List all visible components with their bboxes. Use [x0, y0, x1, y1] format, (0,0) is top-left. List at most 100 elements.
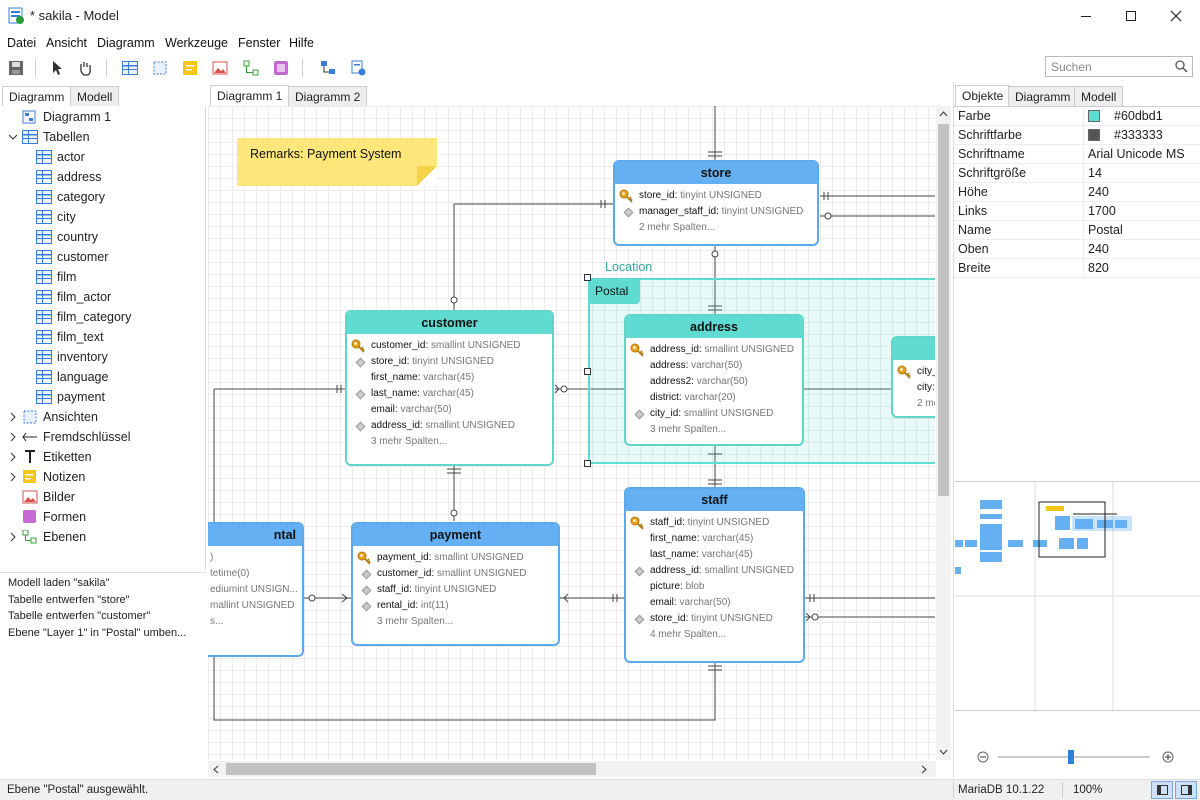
column-row[interactable]: rental_id: int(11)	[353, 598, 558, 614]
property-value-cell[interactable]: 1700	[1084, 202, 1116, 220]
tree-group-5[interactable]: Formen	[0, 507, 205, 527]
zoom-slider[interactable]	[998, 756, 1150, 758]
note-remarks[interactable]: Remarks: Payment System	[237, 138, 437, 186]
column-row[interactable]: payment_id: smallint UNSIGNED	[353, 550, 558, 566]
tab-diagramm-2[interactable]: Diagramm 2	[288, 86, 368, 107]
hand-tool-button[interactable]	[74, 57, 96, 79]
tab-modell-left[interactable]: Modell	[70, 86, 120, 107]
chevron-right-icon[interactable]	[8, 472, 18, 482]
column-row[interactable]: staff_id: tinyint UNSIGNED	[353, 582, 558, 598]
zoom-out-icon[interactable]	[977, 751, 989, 763]
tree-item-actor[interactable]: actor	[0, 147, 205, 167]
chevron-right-icon[interactable]	[8, 412, 18, 422]
column-row[interactable]: ediumint UNSIGN...	[208, 582, 302, 598]
print-setup-button[interactable]	[347, 57, 369, 79]
scroll-left-icon[interactable]	[212, 765, 220, 774]
more-columns[interactable]: 2 mehr Spalten...	[639, 222, 716, 233]
tree-group-tables[interactable]: Tabellen	[0, 127, 205, 147]
scroll-right-icon[interactable]	[920, 765, 928, 774]
more-columns[interactable]: 4 mehr Spalten...	[650, 629, 727, 640]
new-image-button[interactable]	[209, 57, 231, 79]
column-row[interactable]: city_id: smallint UNSIGNED	[626, 406, 802, 422]
save-button[interactable]	[5, 57, 27, 79]
column-row[interactable]: manager_staff_id: tinyint UNSIGNED	[615, 204, 817, 220]
scroll-down-icon[interactable]	[939, 748, 948, 756]
scroll-thumb[interactable]	[226, 763, 596, 775]
property-row[interactable]: Schriftfarbe#333333	[954, 126, 1200, 145]
tab-modell-right[interactable]: Modell	[1074, 86, 1124, 107]
tree-item-film_text[interactable]: film_text	[0, 327, 205, 347]
column-row[interactable]: address_id: smallint UNSIGNED	[347, 418, 552, 434]
new-shape-button[interactable]	[270, 57, 292, 79]
column-row[interactable]: staff_id: tinyint UNSIGNED	[626, 515, 803, 531]
tree-item-customer[interactable]: customer	[0, 247, 205, 267]
tree-group-0[interactable]: Ansichten	[0, 407, 205, 427]
tree-item-film_actor[interactable]: film_actor	[0, 287, 205, 307]
new-table-button[interactable]	[119, 57, 141, 79]
column-row[interactable]: first_name: varchar(45)	[371, 372, 475, 383]
zoom-in-icon[interactable]	[1162, 751, 1174, 763]
property-row[interactable]: Farbe#60dbd1	[954, 107, 1200, 126]
chevron-right-icon[interactable]	[8, 532, 18, 542]
property-value-cell[interactable]: #333333	[1084, 126, 1163, 144]
vertical-scrollbar[interactable]	[936, 106, 951, 760]
tree-group-4[interactable]: Bilder	[0, 487, 205, 507]
color-swatch[interactable]	[1088, 129, 1100, 141]
toggle-left-panel-button[interactable]	[1151, 781, 1173, 799]
pointer-tool-button[interactable]	[46, 57, 68, 79]
tab-diagramm-right[interactable]: Diagramm	[1008, 86, 1078, 107]
column-row[interactable]: address_id: smallint UNSIGNED	[626, 563, 803, 579]
new-layer-group-button[interactable]	[240, 57, 262, 79]
column-row[interactable]: address_id: smallint UNSIGNED	[626, 342, 802, 358]
tree-group-2[interactable]: Etiketten	[0, 447, 205, 467]
column-row[interactable]: address: varchar(50)	[650, 360, 743, 371]
column-row[interactable]: district: varchar(20)	[650, 392, 736, 403]
horizontal-scrollbar[interactable]	[208, 761, 936, 777]
entity-rental[interactable]: ntal)tetime(0)ediumint UNSIGN...mallint …	[208, 522, 304, 657]
tree-group-3[interactable]: Notizen	[0, 467, 205, 487]
minimize-button[interactable]	[1063, 0, 1109, 32]
tree-item-diagram[interactable]: Diagramm 1	[0, 107, 205, 127]
tree-item-country[interactable]: country	[0, 227, 205, 247]
column-row[interactable]: s...	[208, 614, 302, 630]
more-columns[interactable]: 3 mehr Spalten...	[377, 616, 454, 627]
column-row[interactable]: customer_id: smallint UNSIGNED	[353, 566, 558, 582]
column-row[interactable]: email: varchar(50)	[650, 597, 731, 608]
property-value-cell[interactable]: Postal	[1084, 221, 1123, 239]
search-input[interactable]: Suchen	[1051, 60, 1092, 74]
tree-item-language[interactable]: language	[0, 367, 205, 387]
tree-item-address[interactable]: address	[0, 167, 205, 187]
property-value-cell[interactable]: #60dbd1	[1084, 107, 1163, 125]
column-row[interactable]: customer_id: smallint UNSIGNED	[347, 338, 552, 354]
more-columns[interactable]: 2 me	[917, 398, 935, 409]
property-value-cell[interactable]: 820	[1084, 259, 1109, 277]
maximize-button[interactable]	[1108, 0, 1154, 32]
new-note-button[interactable]	[179, 57, 201, 79]
close-button[interactable]	[1153, 0, 1199, 32]
menu-werkzeuge[interactable]: Werkzeuge	[165, 36, 228, 50]
search-box[interactable]: Suchen	[1045, 56, 1193, 77]
scroll-up-icon[interactable]	[939, 110, 948, 118]
column-row[interactable]: city:	[893, 380, 935, 396]
column-row[interactable]: store_id: tinyint UNSIGNED	[347, 354, 552, 370]
property-value-cell[interactable]: 240	[1084, 240, 1109, 258]
tree-item-inventory[interactable]: inventory	[0, 347, 205, 367]
column-row[interactable]: )	[208, 550, 302, 566]
property-value-cell[interactable]: 240	[1084, 183, 1109, 201]
scroll-thumb[interactable]	[938, 124, 949, 496]
property-value-cell[interactable]: 14	[1084, 164, 1102, 182]
tree-item-city[interactable]: city	[0, 207, 205, 227]
tree-group-6[interactable]: Ebenen	[0, 527, 205, 547]
column-row[interactable]: mallint UNSIGNED	[208, 598, 302, 614]
column-row[interactable]: first_name: varchar(45)	[650, 533, 754, 544]
resize-handle[interactable]	[584, 460, 591, 467]
tree-item-film_category[interactable]: film_category	[0, 307, 205, 327]
tree-item-film[interactable]: film	[0, 267, 205, 287]
chevron-right-icon[interactable]	[8, 452, 18, 462]
